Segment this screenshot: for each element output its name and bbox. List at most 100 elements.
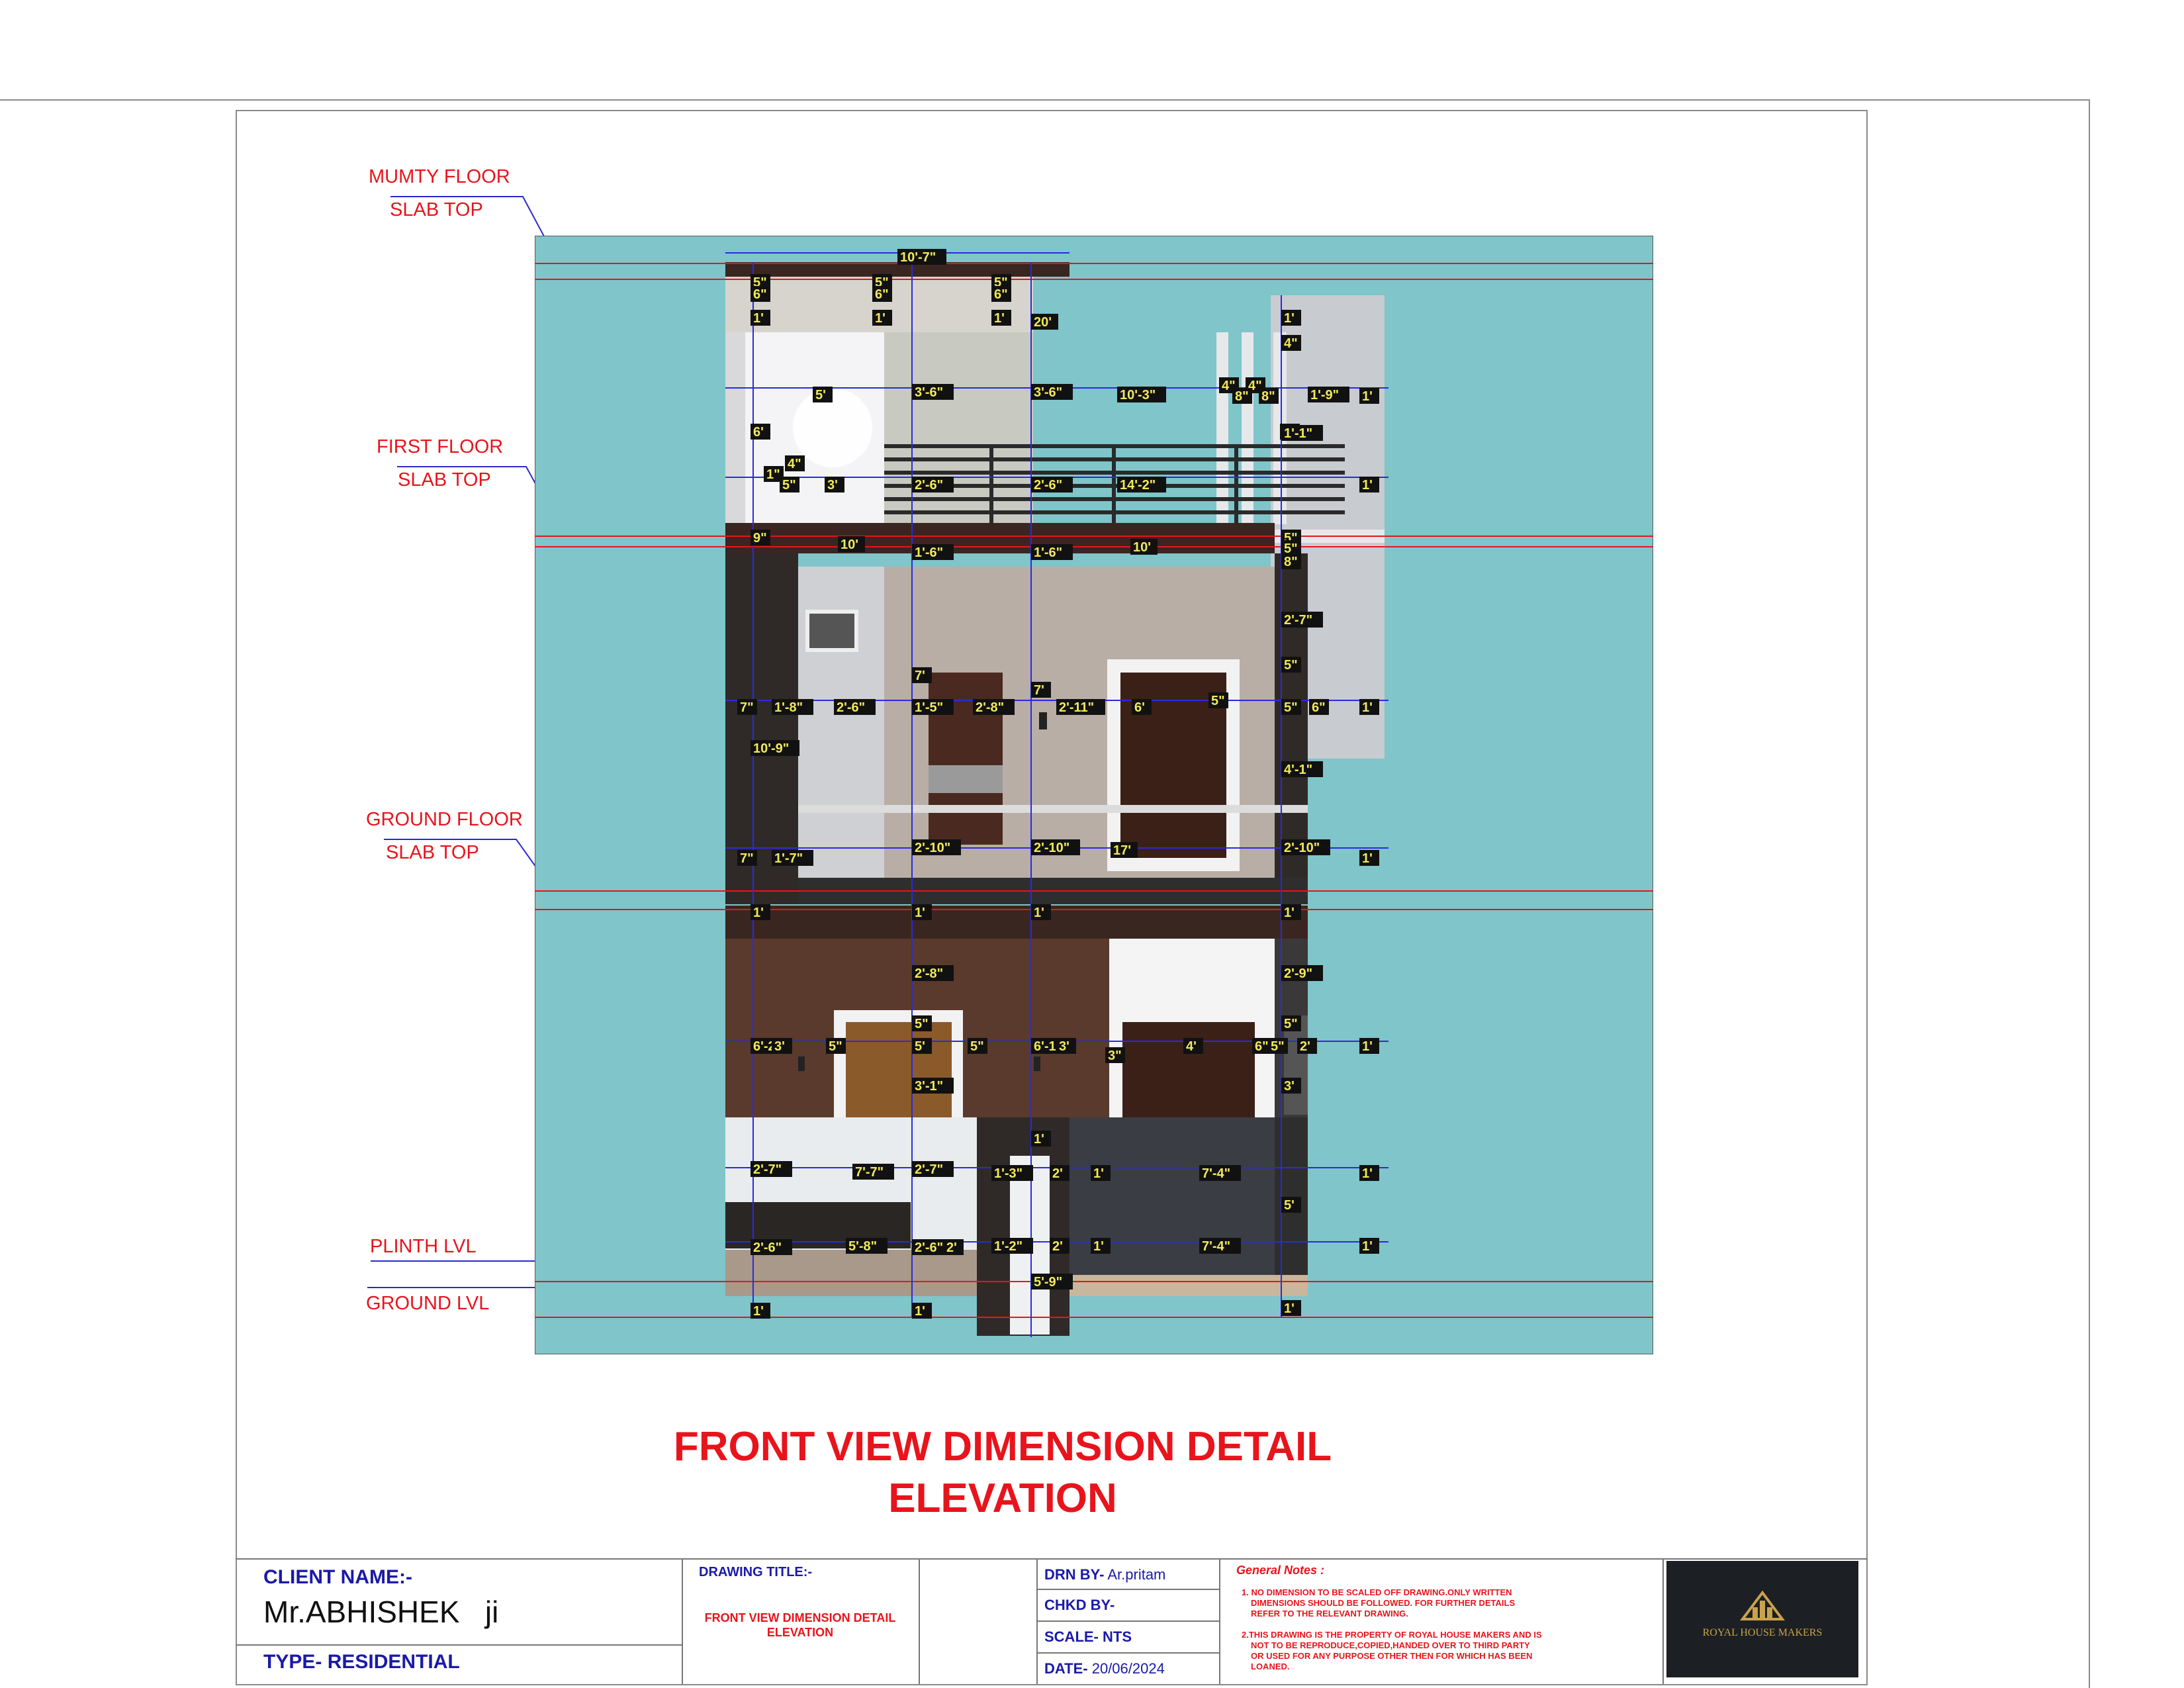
dimension-tag: 10'-3" <box>1117 387 1166 402</box>
dimension-tag: 5" <box>1208 692 1228 708</box>
dimension-value: 2' <box>946 1241 957 1255</box>
dimension-value: 1' <box>1093 1239 1104 1254</box>
dimension-value: 5' <box>915 1039 925 1054</box>
dimension-value: 6" <box>1312 700 1326 715</box>
dimension-value: 2'-7" <box>753 1162 782 1177</box>
dimension-value: 8" <box>1284 555 1298 569</box>
level-label: SLAB TOP <box>386 842 479 863</box>
dimension-tag: 1' <box>912 1303 932 1319</box>
page-right-border <box>2089 99 2090 1688</box>
dimension-tag-bg <box>912 1015 932 1031</box>
dimension-tag: 1' <box>1091 1165 1111 1181</box>
dimension-value: 6" <box>875 287 889 302</box>
dimension-tag: 1' <box>1359 850 1379 866</box>
dimension-value: 2'-8" <box>915 966 943 981</box>
dimension-tag: 1'-6" <box>1031 544 1073 560</box>
dimension-value: 1'-9" <box>1310 388 1339 402</box>
level-label: SLAB TOP <box>390 199 483 220</box>
dimension-tag: 1' <box>1359 1238 1379 1254</box>
dimension-value: 2' <box>1300 1039 1310 1054</box>
dimension-value: 3' <box>1284 1079 1295 1094</box>
dimension-value: 6' <box>753 425 764 440</box>
dimension-tag-bg <box>912 699 954 715</box>
dimension-tag: 4" <box>785 455 805 471</box>
level-label: GROUND FLOOR <box>366 809 523 830</box>
dimension-tag-bg <box>772 699 813 715</box>
dimension-tag: 10' <box>838 536 865 552</box>
dimension-tag: 1' <box>912 904 932 920</box>
dimension-value: 5" <box>1211 694 1225 708</box>
dimension-value: 5" <box>1271 1039 1285 1054</box>
dimension-tag-bg <box>1050 1165 1069 1181</box>
note-line: NOT TO BE REPRODUCE,COPIED,HANDED OVER T… <box>1251 1640 1530 1650</box>
dimension-tag: 1' <box>1281 904 1301 920</box>
dimension-tag-bg <box>751 904 770 920</box>
dimension-tag-bg <box>912 1078 954 1094</box>
dimension-tag: 2'-10" <box>1281 839 1330 855</box>
dimension-value: 3' <box>774 1039 785 1054</box>
drawn-by-value: Ar.pritam <box>1107 1566 1166 1583</box>
dimension-tag: 2' <box>1050 1165 1069 1181</box>
note-line: DIMENSIONS SHOULD BE FOLLOWED. FOR FURTH… <box>1251 1598 1516 1608</box>
client-name-label: CLIENT NAME:- <box>263 1566 412 1588</box>
balcony-glass-rail <box>798 805 1308 813</box>
dimension-tag: 2' <box>1050 1238 1069 1254</box>
dimension-tag-bg <box>1056 1038 1076 1054</box>
dimension-value: 4'-1" <box>1284 763 1312 777</box>
dimension-tag-bg <box>834 699 876 715</box>
dimension-value: 1' <box>1284 311 1295 326</box>
terrace-column <box>1216 332 1228 524</box>
dimension-tag-bg <box>1281 657 1301 673</box>
dimension-tag: 9" <box>751 530 770 545</box>
dimension-tag: 7' <box>912 667 932 683</box>
dimension-value: 7" <box>740 851 754 866</box>
dimension-value: 1" <box>766 467 780 482</box>
dimension-tag-bg <box>1232 388 1252 404</box>
dimension-tag-bg <box>751 1303 770 1319</box>
dimension-tag-bg <box>751 530 770 545</box>
dimension-value: 2'-6" <box>753 1241 782 1255</box>
dimension-tag-bg <box>1056 699 1105 715</box>
dimension-tag: 3'-6" <box>912 384 954 400</box>
dimension-value: 2'-6" <box>837 700 865 715</box>
dimension-tag-bg <box>751 1161 792 1177</box>
dimension-tag-bg <box>1050 1238 1069 1254</box>
dimension-tag-bg <box>1359 388 1379 404</box>
dimension-tag: 4' <box>1183 1038 1203 1054</box>
dimension-tag: 1' <box>751 1303 770 1319</box>
dimension-value: 2'-6" <box>1034 478 1062 492</box>
terrace-stone-wall <box>884 332 1033 523</box>
level-lines <box>535 263 1653 1318</box>
dimension-tag-bg <box>737 699 757 715</box>
dimension-tag-bg <box>838 536 865 552</box>
dimension-tag: 10' <box>1130 539 1158 555</box>
dimension-value: 7'-4" <box>1202 1166 1230 1181</box>
dimension-value: 10'-9" <box>753 741 789 756</box>
dimension-tag-bg <box>872 310 892 326</box>
dimension-tag-bg <box>1281 965 1323 981</box>
note-line: OR USED FOR ANY PURPOSE OTHER THEN FOR W… <box>1251 1651 1533 1661</box>
gate-floor-tiles <box>1069 1275 1308 1296</box>
level-label: MUMTY FLOOR <box>369 166 510 187</box>
house-logo-icon <box>1740 1590 1785 1620</box>
dimension-tag: 2'-6" <box>1031 477 1073 492</box>
page-top-border <box>0 99 2090 101</box>
dimension-tag-bg <box>912 965 954 981</box>
dimension-tag: 1' <box>1359 1165 1379 1181</box>
dimension-tag: 8" <box>1232 388 1252 404</box>
dimension-value: 1' <box>753 1304 764 1319</box>
dimension-tag: 2'-10" <box>912 839 961 855</box>
logo-text: ROYAL HOUSE MAKERS <box>1702 1627 1823 1638</box>
dimension-tag-bg <box>1281 310 1301 326</box>
dimension-tag: 3' <box>772 1038 792 1054</box>
dimension-tag-bg <box>1031 384 1073 400</box>
level-label: FIRST FLOOR <box>377 436 503 457</box>
ground-floor-door <box>846 1022 952 1118</box>
dimension-value: 4" <box>1284 336 1298 351</box>
dimension-tag: 1' <box>751 904 770 920</box>
dimension-value: 5" <box>829 1039 842 1054</box>
checked-by-label: CHKD BY- <box>1044 1597 1115 1613</box>
dimension-tag: 10'-9" <box>751 740 799 756</box>
dimension-tag-bg <box>1031 839 1080 855</box>
dimension-tag: 2' <box>944 1239 964 1255</box>
